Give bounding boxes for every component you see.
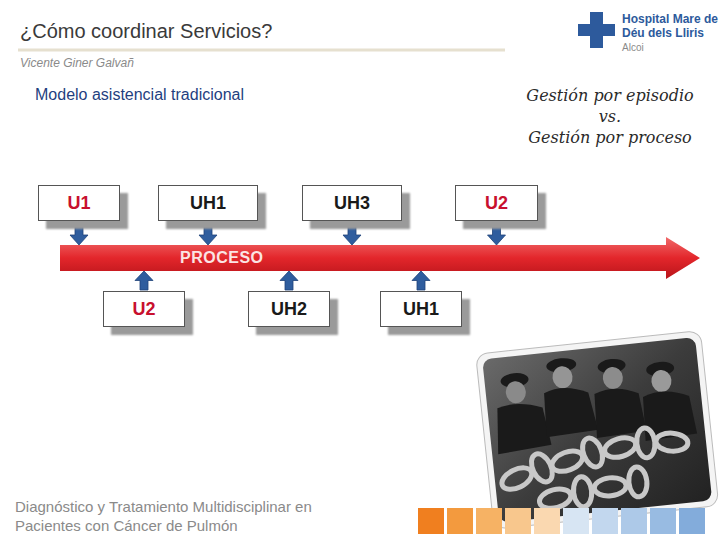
process-label: PROCESO xyxy=(180,249,264,267)
service-box: UH2 xyxy=(248,291,330,327)
footer-course-title: Diagnóstico y Tratamiento Multidisciplin… xyxy=(15,497,315,535)
flow-arrow xyxy=(412,271,430,290)
handwritten-note: Gestión por episodio xyxy=(520,86,700,105)
color-strip xyxy=(418,508,705,534)
process-arrow-body xyxy=(60,237,700,279)
flow-arrow xyxy=(280,271,298,290)
service-code: UH2 xyxy=(271,299,307,320)
hospital-name: Hospital Mare de Déu dels Lliris xyxy=(622,12,720,40)
author-name: Vicente Giner Galvañ xyxy=(20,56,134,70)
service-box: UH1 xyxy=(158,185,258,221)
flow-arrow xyxy=(70,222,88,245)
flow-arrow xyxy=(135,271,153,290)
model-heading: Modelo asistencial tradicional xyxy=(35,86,244,104)
hospital-logo xyxy=(578,12,615,48)
service-box: UH3 xyxy=(302,185,402,221)
service-code: U1 xyxy=(67,193,90,214)
service-code: UH3 xyxy=(334,193,370,214)
service-box: U2 xyxy=(455,185,538,221)
service-code: U2 xyxy=(485,193,508,214)
handwritten-note: Gestión por proceso xyxy=(520,128,700,147)
flow-arrow xyxy=(488,222,506,245)
hospital-city: Alcoi xyxy=(622,42,644,53)
service-code: U2 xyxy=(132,299,155,320)
slide-title: ¿Cómo coordinar Servicios? xyxy=(20,20,272,43)
handwritten-note: vs. xyxy=(520,107,700,126)
process-arrow-shape xyxy=(60,245,690,271)
service-box: U2 xyxy=(103,291,185,327)
title-rule xyxy=(18,49,505,52)
flow-arrow xyxy=(343,222,361,245)
process-arrow: PROCESO xyxy=(60,245,690,271)
flow-arrow xyxy=(199,222,217,245)
service-box: UH1 xyxy=(380,291,462,327)
service-box: U1 xyxy=(38,185,120,221)
service-code: UH1 xyxy=(403,299,439,320)
service-code: UH1 xyxy=(190,193,226,214)
workers-photo xyxy=(476,331,719,530)
